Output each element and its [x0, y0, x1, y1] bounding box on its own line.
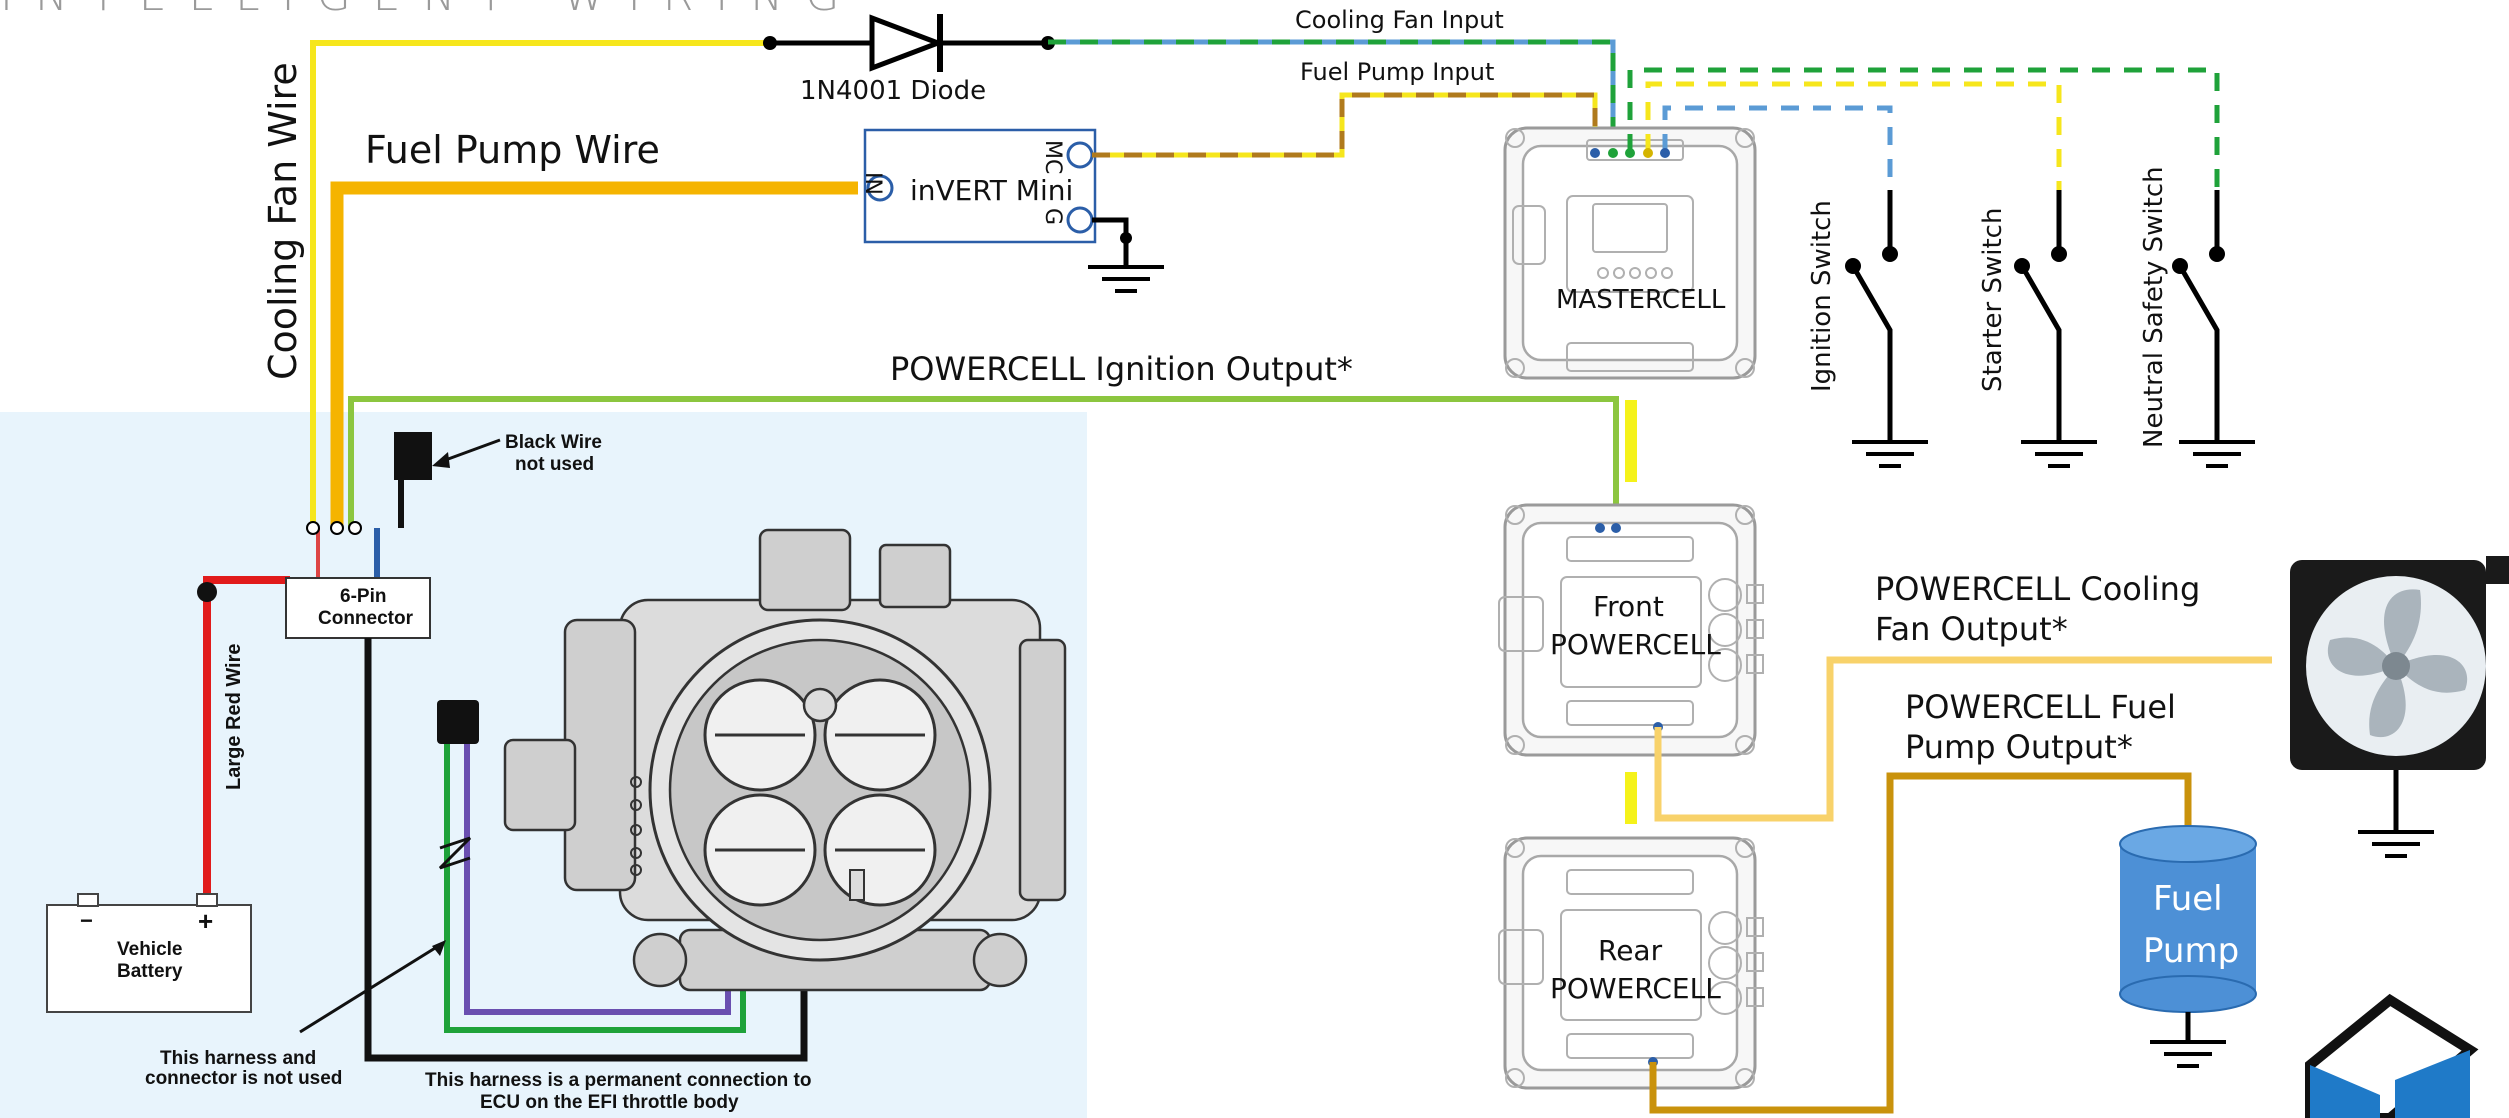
connector-label-1: 6-Pin: [340, 586, 386, 607]
pin-mc-label: MC: [1040, 140, 1065, 174]
mastercell-device: [1503, 126, 1757, 380]
starter-switch-wire: [1645, 81, 2062, 190]
unused-harness-purple: [464, 744, 731, 1015]
pin-in-label: IN: [860, 172, 885, 195]
unused-harness-green: [444, 744, 746, 1033]
black-wire-label-1: Black Wire: [505, 432, 602, 453]
fuel-pump-wire-label: Fuel Pump Wire: [365, 128, 660, 172]
fuel-pump: [2119, 825, 2257, 1068]
link-bar-bottom: [1625, 772, 1637, 824]
rear-powercell-label-1: Rear: [1598, 934, 1663, 967]
invert-mini-label: inVERT Mini: [910, 174, 1073, 207]
pump-output-label-2: Pump Output*: [1905, 728, 2133, 766]
fuel-pump-label-2: Pump: [2143, 931, 2239, 971]
cooling-fan: [2290, 556, 2509, 858]
cooling-fan-wire: [310, 40, 770, 528]
invert-ground-wire: [1092, 217, 1129, 265]
battery-label-1: Vehicle: [117, 939, 183, 960]
link-bar-top: [1625, 400, 1637, 482]
neutral-safety-switch: [2172, 190, 2257, 468]
invert-mini-module: [863, 128, 1097, 244]
cooling-fan-input-wire: [1048, 39, 1616, 152]
fan-output-label-2: Fan Output*: [1875, 610, 2068, 648]
battery-plus: +: [198, 906, 213, 936]
battery-minus: −: [80, 908, 93, 933]
ignition-switch: [1845, 190, 1930, 468]
diode-label: 1N4001 Diode: [800, 76, 986, 106]
vehicle-battery: [46, 893, 252, 1013]
fuel-pump-wire: [330, 181, 858, 528]
brand-logo-icon: [2305, 993, 2479, 1118]
pump-output-label-1: POWERCELL Fuel: [1905, 688, 2176, 726]
cooling-fan-input-label: Cooling Fan Input: [1295, 6, 1504, 34]
mastercell-label: MASTERCELL: [1556, 285, 1726, 315]
harness-permanent-label-2: ECU on the EFI throttle body: [480, 1092, 739, 1113]
connector-label-2: Connector: [318, 608, 414, 629]
ignition-output-wire: [348, 396, 1619, 528]
ignition-switch-label: Ignition Switch: [1807, 200, 1837, 392]
pin-g-label: G: [1040, 208, 1065, 225]
fuel-pump-label-1: Fuel: [2153, 879, 2223, 919]
neutral-switch-wire: [1627, 67, 2220, 190]
pump-output-wire: [1649, 772, 2192, 1114]
unused-harness-plug: [437, 700, 479, 744]
large-red-wire: [203, 576, 290, 900]
starter-switch: [2014, 190, 2099, 468]
starter-switch-label: Starter Switch: [1978, 208, 2008, 392]
rear-powercell-label-2: POWERCELL: [1550, 972, 1721, 1005]
front-powercell-label-1: Front: [1593, 590, 1664, 623]
fan-output-label-1: POWERCELL Cooling: [1875, 570, 2200, 608]
front-powercell-label-2: POWERCELL: [1550, 628, 1721, 661]
permanent-harness-wire: [364, 638, 808, 1062]
harness-unused-label-2: connector is not used: [145, 1068, 342, 1089]
fan-output-wire: [1654, 656, 2272, 822]
harness-permanent-label-1: This harness is a permanent connection t…: [425, 1070, 811, 1091]
black-wire-label-2: not used: [515, 454, 594, 475]
diode-symbol: [763, 14, 1055, 72]
black-wire-plug: [394, 432, 432, 480]
ignition-output-label: POWERCELL Ignition Output*: [890, 350, 1353, 388]
page-title: INTELLIGENT WIRING: [0, 0, 861, 21]
six-pin-connector: [285, 577, 431, 639]
battery-label-2: Battery: [117, 961, 183, 982]
harness-unused-label-1: This harness and: [160, 1048, 316, 1069]
cooling-fan-wire-label: Cooling Fan Wire: [261, 62, 305, 380]
fuel-pump-input-label: Fuel Pump Input: [1300, 58, 1494, 86]
neutral-switch-label: Neutral Safety Switch: [2139, 166, 2169, 448]
large-red-wire-label: Large Red Wire: [223, 643, 245, 790]
efi-throttle-body: [503, 528, 1067, 992]
